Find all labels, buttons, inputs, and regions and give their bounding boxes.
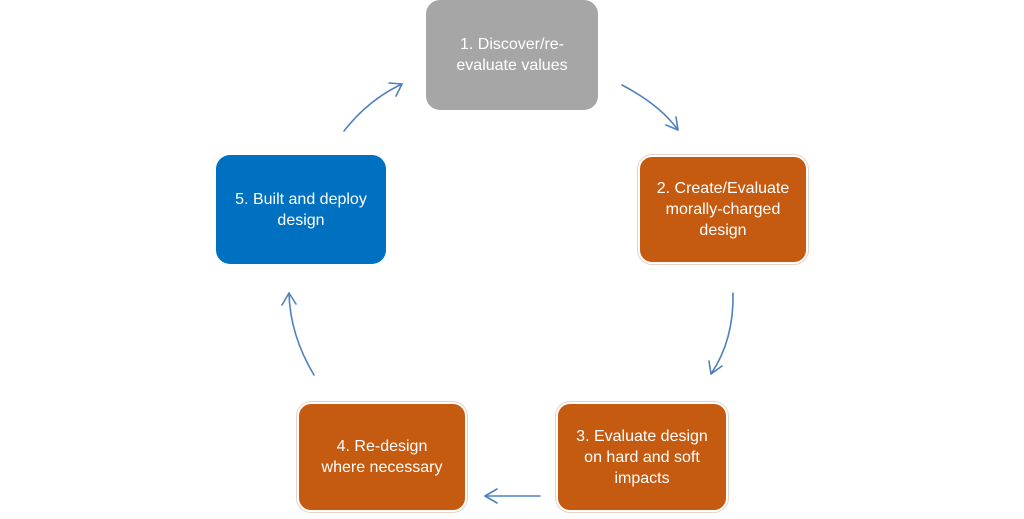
arrow-2-to-3 — [708, 292, 734, 375]
arrow-3-to-4 — [484, 488, 541, 504]
step-2-create-evaluate-design: 2. Create/Evaluate morally-charged desig… — [638, 155, 808, 264]
arrow-1-to-2 — [621, 84, 679, 131]
step-4-redesign: 4. Re-design where necessary — [297, 402, 467, 512]
arrow-4-to-5 — [281, 292, 315, 376]
step-1-discover-values: 1. Discover/re- evaluate values — [426, 0, 598, 110]
step-5-build-deploy: 5. Built and deploy design — [216, 155, 386, 264]
step-3-evaluate-impacts: 3. Evaluate design on hard and soft impa… — [556, 402, 728, 512]
arrow-5-to-1 — [343, 82, 403, 132]
